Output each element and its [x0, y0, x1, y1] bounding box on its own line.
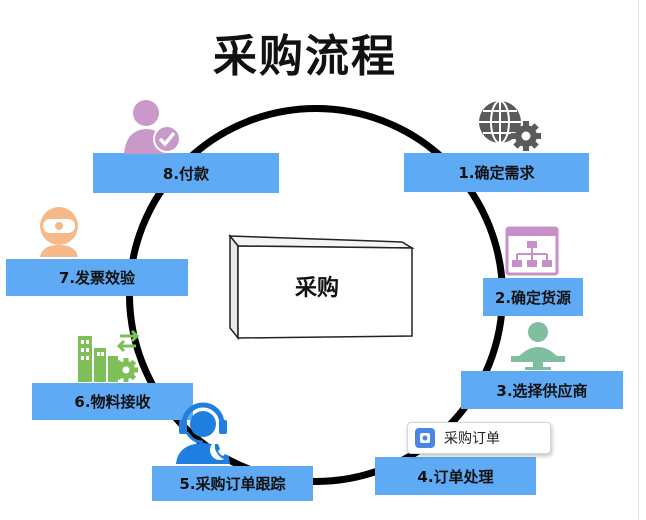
center-label: 采购 — [294, 276, 339, 301]
step-2-determine-source: 2.确定货源 — [483, 278, 583, 316]
page-edge-line — [638, 0, 639, 520]
purchase-order-icon — [415, 428, 435, 448]
page-title: 采购流程 — [213, 31, 397, 82]
purchase-order-chip[interactable]: 采购订单 — [407, 422, 551, 454]
step-4-order-processing: 4.订单处理 — [375, 457, 536, 495]
step-1-determine-need: 1.确定需求 — [404, 153, 589, 192]
supplier-computer-user-icon — [511, 322, 565, 370]
globe-gear-icon — [479, 100, 541, 151]
webcam-user-icon — [40, 207, 78, 257]
purchase-order-label: 采购订单 — [444, 431, 500, 447]
step-6-material-receipt: 6.物料接收 — [32, 383, 193, 420]
step-5-order-tracking: 5.采购订单跟踪 — [152, 466, 313, 501]
sitemap-icon — [505, 226, 559, 276]
headset-agent-icon — [176, 402, 230, 464]
step-7-invoice-verification: 7.发票效验 — [6, 259, 188, 296]
step-3-select-supplier: 3.选择供应商 — [461, 371, 623, 409]
step-8-payment: 8.付款 — [93, 153, 279, 193]
center-3d-box — [228, 233, 415, 341]
factory-gear-icon — [78, 329, 140, 382]
user-check-icon — [124, 100, 181, 154]
